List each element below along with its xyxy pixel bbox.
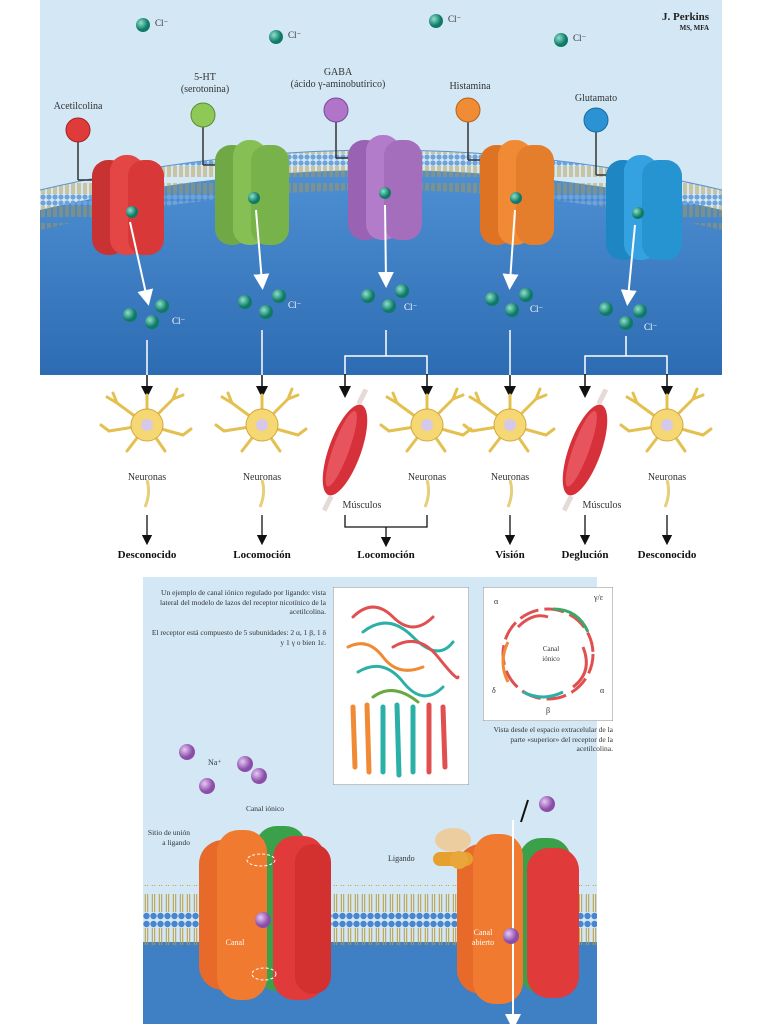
result-arrows (141, 515, 673, 548)
chloride-label: Cl⁻ (404, 302, 418, 312)
ligand-name: GABA (323, 67, 353, 78)
ligand-label-histamina: Histamina (449, 81, 491, 92)
result-label: Locomoción (233, 549, 291, 561)
chloride-cluster (361, 284, 409, 313)
pathway-arrows (141, 330, 673, 398)
artist-signature: J. Perkins MS, MFA (662, 12, 709, 34)
label-ligando: Ligando (388, 854, 415, 863)
muscle-2 (561, 388, 609, 512)
label-canal-abierto: Canal abierto (471, 928, 495, 947)
chloride-label: Cl⁻ (288, 300, 302, 310)
ligand-subtitle: (serotonina) (180, 84, 230, 95)
ligand-label-glutamato: Glutamato (574, 93, 618, 104)
result-label: Visión (495, 549, 525, 561)
ring-label-gamma-epsilon: γ/ε (594, 593, 604, 602)
neuron-3 (379, 387, 473, 508)
chloride-cluster (599, 302, 647, 330)
ligand-subtitle: (ácido γ-aminobutírico) (290, 79, 386, 90)
chloride-label: Cl⁻ (644, 322, 658, 332)
target-label: Neuronas (490, 472, 530, 483)
receptor-diagram (65, 14, 713, 548)
chloride-label: Cl⁻ (573, 33, 587, 43)
label-sitio-union: Sitio de unión a ligando (147, 828, 190, 847)
receptor-serotonina (190, 102, 289, 290)
ligand-label-acetilcolina: Acetilcolina (53, 101, 103, 112)
receptor-glutamato (583, 107, 682, 306)
chloride-cluster (485, 288, 533, 317)
artist-name: J. Perkins (662, 11, 710, 23)
artist-degree: MS, MFA (679, 24, 710, 32)
chloride-label: Cl⁻ (448, 14, 462, 24)
chloride-label: Cl⁻ (155, 18, 169, 28)
neuron-1 (99, 387, 193, 508)
receptor-acetilcolina (65, 117, 164, 306)
label-canal-closed: Canal (225, 938, 245, 947)
ligand-name: 5-HT (194, 72, 216, 83)
na-label: Na⁺ (208, 758, 222, 767)
target-label: Neuronas (407, 472, 447, 483)
chloride-ion (269, 30, 283, 44)
target-label: Músculos (582, 500, 622, 511)
channel-closed (199, 826, 331, 1000)
ligand-label-gaba: GABA (ácido γ-aminobutírico) (276, 67, 400, 91)
caption-side-view: Un ejemplo de canal iónico regulado por … (160, 588, 326, 616)
ring-label-alpha: α (600, 686, 605, 695)
chloride-label: Cl⁻ (288, 30, 302, 40)
target-label: Músculos (342, 500, 382, 511)
channel-scene (143, 744, 597, 1024)
neuron-4 (462, 387, 556, 508)
chloride-ion (429, 14, 443, 28)
target-label: Neuronas (647, 472, 687, 483)
chloride-ion (554, 33, 568, 47)
ring-label-alpha: α (494, 597, 499, 606)
target-label: Neuronas (242, 472, 282, 483)
chloride-label: Cl⁻ (172, 316, 186, 326)
chloride-ion (136, 18, 150, 32)
receptor-gaba (323, 97, 422, 288)
ligand-label-serotonina: 5-HT (serotonina) (172, 72, 238, 96)
ring-label-beta: β (546, 706, 551, 715)
muscle-1 (321, 388, 369, 512)
channel-open (433, 799, 579, 1024)
caption-top-view: Vista desde el espacio extracelular de l… (493, 725, 614, 753)
receptor-histamina (455, 97, 554, 290)
ring-label-center: Canal iónico (542, 645, 560, 663)
label-canal-ionico: Canal iónico (245, 804, 285, 813)
result-label: Desconocido (117, 549, 177, 561)
caption-subunits: El receptor está compuesto de 5 subunida… (151, 628, 326, 647)
result-label: Desconocido (637, 549, 697, 561)
receptor-top-view (483, 587, 613, 721)
neuron-2 (214, 387, 308, 508)
target-label: Neuronas (127, 472, 167, 483)
result-label: Locomoción (357, 549, 415, 561)
chloride-label: Cl⁻ (530, 304, 544, 314)
result-label: Deglución (561, 549, 609, 561)
receptor-ribbon-model (333, 587, 469, 785)
ring-label-delta: δ (492, 686, 496, 695)
chloride-cluster (238, 289, 286, 319)
neuron-5 (619, 387, 713, 508)
chloride-cluster (123, 299, 169, 329)
